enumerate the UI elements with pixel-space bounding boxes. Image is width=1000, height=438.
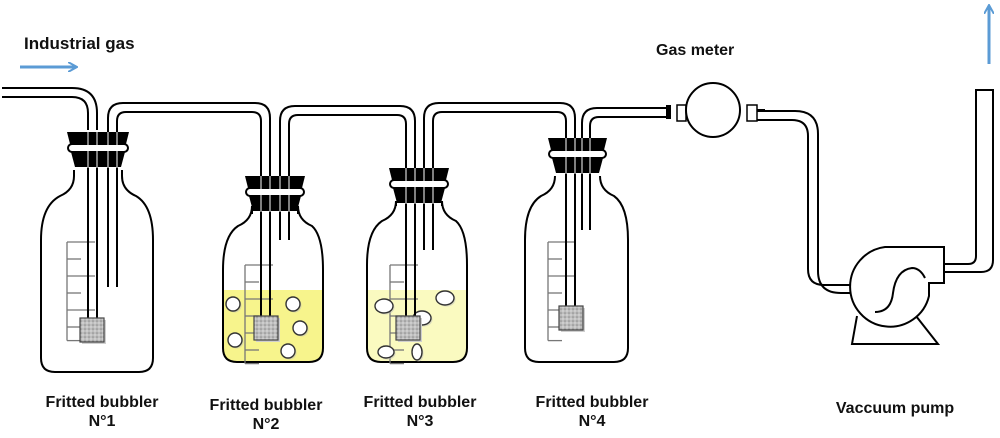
bubbler-1-label: Fritted bubbler N°1 — [28, 393, 176, 431]
connecting-tube-2-3 — [279, 105, 416, 176]
bubbler-2 — [222, 176, 324, 365]
gas-bubble — [225, 296, 241, 312]
bubbler-1-label-line2: N°1 — [88, 413, 116, 431]
bottle-outline — [524, 175, 629, 363]
gas-bubble — [227, 332, 243, 348]
gas-bubble — [374, 298, 394, 314]
inlet-label: Industrial gas — [24, 34, 135, 53]
tube-to-gas-meter — [581, 107, 666, 138]
bubbler-3 — [366, 168, 468, 365]
gas-bubble — [285, 296, 301, 312]
vacuum-pump-label: Vaccuum pump — [835, 400, 955, 417]
gas-bubble — [435, 290, 455, 306]
inlet-tube — [2, 87, 98, 130]
gas-meter-label: Gas meter — [656, 42, 735, 59]
connecting-tube-3-4 — [423, 102, 576, 168]
tube-to-vacuum-pump — [752, 110, 851, 294]
connecting-tube-1-2 — [107, 102, 271, 176]
gas-meter — [666, 82, 765, 138]
bubbler-1 — [40, 132, 154, 373]
bubbler-4-label: Fritted bubbler N°4 — [518, 393, 666, 431]
bottle-outline — [222, 205, 324, 363]
bubbler-2-label-line2: N°2 — [252, 416, 280, 434]
stopper — [67, 132, 129, 167]
gas-bubble — [377, 345, 395, 359]
graduation-scale — [66, 241, 95, 342]
fritted-glass-disc — [253, 315, 279, 341]
bubbler-2-label: Fritted bubbler N°2 — [192, 396, 340, 434]
bubbler-4 — [524, 138, 629, 363]
bottle-outline — [366, 200, 468, 363]
stopper — [245, 176, 305, 211]
bubbler-4-label-line1: Fritted bubbler — [535, 394, 649, 411]
bubbler-1-label-line1: Fritted bubbler — [45, 394, 159, 411]
gas-bubble — [292, 320, 308, 336]
fritted-glass-disc — [558, 305, 584, 331]
bottle-outline — [40, 170, 154, 373]
gas-bubble — [280, 343, 296, 359]
bubbler-4-label-line2: N°4 — [578, 413, 606, 431]
stopper — [548, 138, 607, 173]
fritted-glass-disc — [79, 317, 105, 343]
stopper — [389, 168, 449, 203]
bubbler-3-label-line1: Fritted bubbler — [363, 394, 477, 411]
gas-bubble — [411, 343, 423, 361]
fritted-glass-disc — [395, 315, 421, 341]
bubbler-3-label: Fritted bubbler N°3 — [346, 393, 494, 431]
vacuum-pump — [849, 246, 945, 345]
exhaust-tube — [944, 89, 994, 273]
bubbler-2-label-line1: Fritted bubbler — [209, 397, 323, 414]
bubbler-3-label-line2: N°3 — [406, 413, 434, 431]
